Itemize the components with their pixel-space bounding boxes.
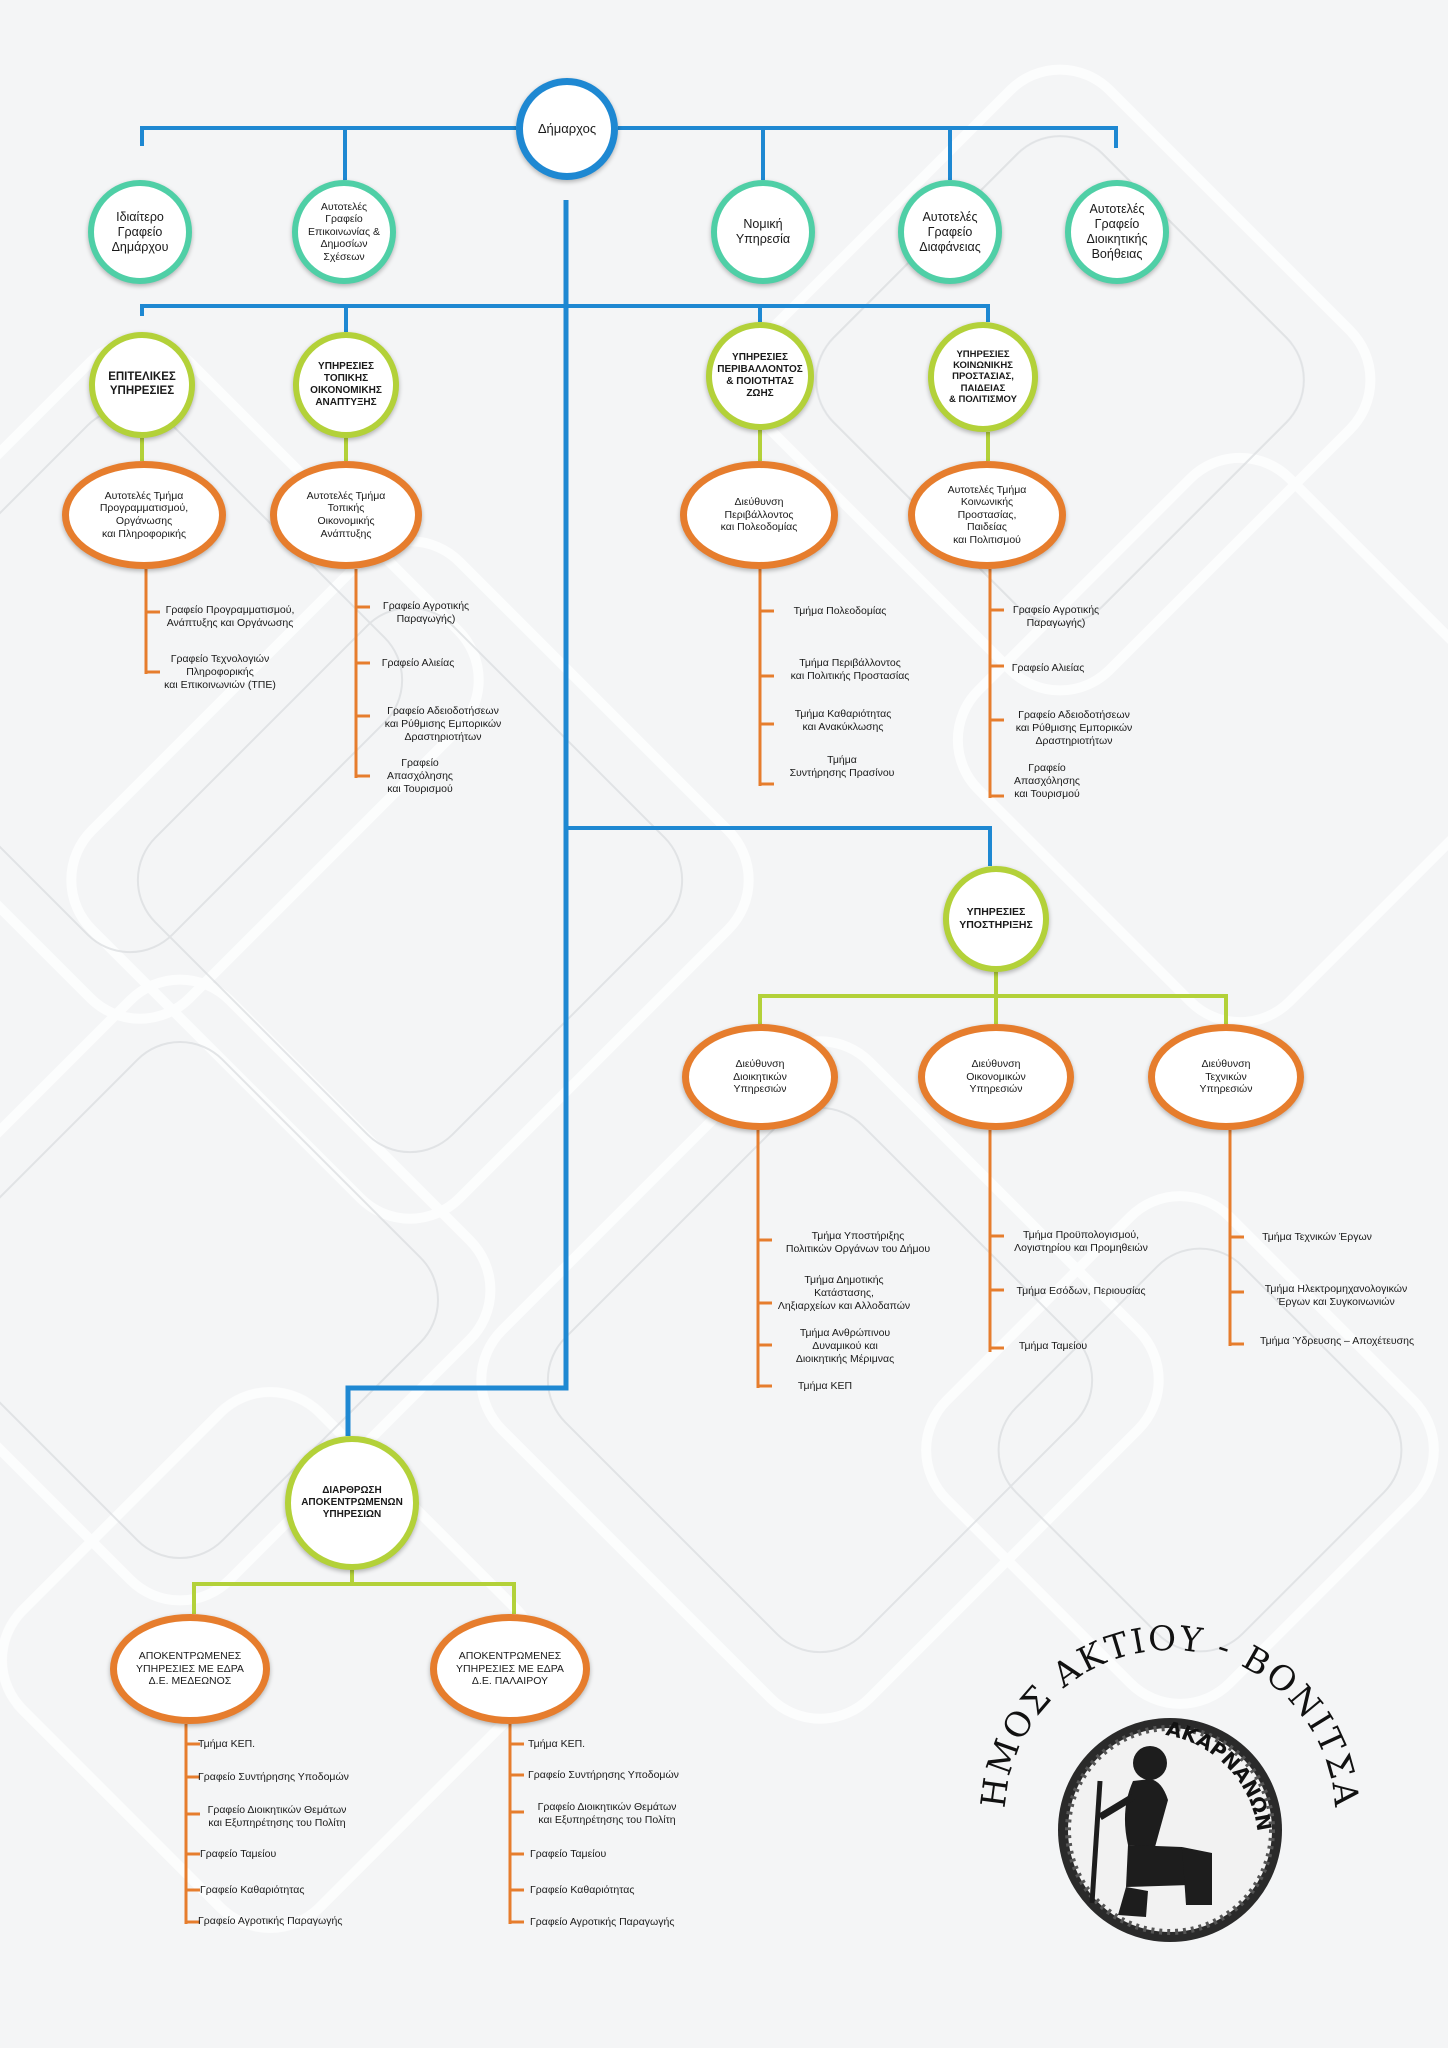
social-unit-label: Αυτοτελές Τμήμα Κοινωνικής Προστασίας, Π…: [947, 483, 1027, 546]
transparency-office-node[interactable]: Αυτοτελές Γραφείο Διαφάνειας: [898, 180, 1002, 284]
medeon-item-6: Γραφείο Αγροτικής Παραγωγής: [198, 1915, 343, 1927]
finance-directorate-node[interactable]: Διεύθυνση Οικονομικών Υπηρεσιών: [918, 1024, 1074, 1130]
finance-item-3: Τμήμα Ταμείου: [1018, 1340, 1088, 1352]
communication-office-label: Αυτοτελές Γραφείο Επικοινωνίας & Δημοσίω…: [308, 200, 380, 263]
decentralized-services-node[interactable]: ΔΙΑΡΘΡΩΣΗ ΑΠΟΚΕΝΤΡΩΜΕΝΩΝ ΥΠΗΡΕΣΙΩΝ: [285, 1436, 419, 1570]
local-economy-item-3: Γραφείο Αδειοδοτήσεων και Ρύθμισης Εμπορ…: [384, 705, 502, 744]
local-economy-item-4: Γραφείο Απασχόλησης και Τουρισμού: [387, 757, 453, 796]
admin-item-2: Τμήμα Δημοτικής Κατάστασης, Ληξιαρχείων …: [777, 1274, 911, 1313]
legal-service-node[interactable]: Νομική Υπηρεσία: [711, 180, 815, 284]
medeon-item-2: Γραφείο Συντήρησης Υποδομών: [198, 1771, 349, 1783]
admin-item-3: Τμήμα Ανθρώπινου Δυναμικού και Διοικητικ…: [795, 1327, 895, 1366]
medeon-unit-node[interactable]: ΑΠΟΚΕΝΤΡΩΜΕΝΕΣ ΥΠΗΡΕΣΙΕΣ ΜΕ ΕΔΡΑ Δ.Ε. ΜΕ…: [110, 1614, 270, 1724]
staff-item-1: Γραφείο Προγραμματισμού, Ανάπτυξης και Ο…: [165, 604, 295, 630]
medeon-item-3: Γραφείο Διοικητικών Θεμάτων και Εξυπηρέτ…: [207, 1804, 347, 1830]
staff-services-node[interactable]: ΕΠΙΤΕΛΙΚΕΣ ΥΠΗΡΕΣΙΕΣ: [89, 332, 195, 438]
technical-item-3: Τμήμα Ύδρευσης – Αποχέτευσης: [1259, 1335, 1415, 1347]
palairos-item-2: Γραφείο Συντήρησης Υποδομών: [528, 1769, 679, 1781]
private-office-label: Ιδιαίτερο Γραφείο Δημάρχου: [111, 209, 169, 254]
finance-directorate-label: Διεύθυνση Οικονομικών Υπηρεσιών: [966, 1058, 1026, 1096]
medeon-unit-label: ΑΠΟΚΕΝΤΡΩΜΕΝΕΣ ΥΠΗΡΕΣΙΕΣ ΜΕ ΕΔΡΑ Δ.Ε. ΜΕ…: [136, 1650, 244, 1688]
local-economy-item-2: Γραφείο Αλιείας: [381, 657, 455, 669]
mayor-right-branch: [618, 126, 1118, 148]
technical-item-2: Τμήμα Ηλεκτρομηχανολογικών Έργων και Συγ…: [1264, 1283, 1408, 1309]
palairos-item-5: Γραφείο Καθαριότητας: [530, 1884, 635, 1896]
main-trunk: [345, 200, 569, 1436]
environment-services-node[interactable]: ΥΠΗΡΕΣΙΕΣ ΠΕΡΙΒΑΛΛΟΝΤΟΣ & ΠΟΙΟΤΗΤΑΣ ΖΩΗΣ: [706, 322, 814, 430]
environment-unit-node[interactable]: Διεύθυνση Περιβάλλοντος και Πολεοδομίας: [680, 461, 838, 569]
palairos-item-4: Γραφείο Ταμείου: [530, 1848, 607, 1860]
local-economy-unit-node[interactable]: Αυτοτελές Τμήμα Τοπικής Οικονομικής Ανάπ…: [270, 461, 422, 569]
environment-services-label: ΥΠΗΡΕΣΙΕΣ ΠΕΡΙΒΑΛΛΟΝΤΟΣ & ΠΟΙΟΤΗΤΑΣ ΖΩΗΣ: [717, 352, 803, 399]
admin-support-office-label: Αυτοτελές Γραφείο Διοικητικής Βοήθειας: [1086, 202, 1148, 261]
local-economy-services-node[interactable]: ΥΠΗΡΕΣΙΕΣ ΤΟΠΙΚΗΣ ΟΙΚΟΝΟΜΙΚΗΣ ΑΝΑΠΤΥΞΗΣ: [293, 332, 399, 438]
medeon-item-4: Γραφείο Ταμείου: [200, 1848, 277, 1860]
palairos-item-6: Γραφείο Αγροτικής Παραγωγής: [530, 1916, 675, 1928]
admin-directorate-node[interactable]: Διεύθυνση Διοικητικών Υπηρεσιών: [682, 1024, 838, 1130]
social-item-4: Γραφείο Απασχόλησης και Τουρισμού: [1014, 762, 1080, 801]
social-item-1: Γραφείο Αγροτικής Παραγωγής): [1012, 604, 1100, 630]
staff-item-2: Γραφείο Τεχνολογιών Πληροφορικής και Επι…: [164, 653, 276, 692]
private-office-node[interactable]: Ιδιαίτερο Γραφείο Δημάρχου: [88, 180, 192, 284]
mayor-label: Δήμαρχος: [537, 121, 597, 137]
local-economy-services-label: ΥΠΗΡΕΣΙΕΣ ΤΟΠΙΚΗΣ ΟΙΚΟΝΟΜΙΚΗΣ ΑΝΑΠΤΥΞΗΣ: [310, 361, 382, 408]
municipality-logo: ΔΗΜΟΣ ΑΚΤΙΟΥ - ΒΟΝΙΤΣΑΣ ΑΚΑΡΝΑΝΩΝ: [950, 1585, 1364, 1942]
technical-item-1: Τμήμα Τεχνικών Έργων: [1262, 1231, 1372, 1243]
staff-services-label: ΕΠΙΤΕΛΙΚΕΣ ΥΠΗΡΕΣΙΕΣ: [108, 371, 176, 397]
staff-unit-label: Αυτοτελές Τμήμα Προγραμματισμού, Οργάνωσ…: [99, 489, 189, 540]
medeon-item-1: Τμήμα ΚΕΠ.: [198, 1738, 256, 1750]
decentralized-right: [352, 1582, 516, 1614]
support-branch: [566, 826, 992, 866]
communication-office-node[interactable]: Αυτοτελές Γραφείο Επικοινωνίας & Δημοσίω…: [292, 180, 396, 284]
admin-support-office-node[interactable]: Αυτοτελές Γραφείο Διοικητικής Βοήθειας: [1065, 180, 1169, 284]
transparency-office-label: Αυτοτελές Γραφείο Διαφάνειας: [919, 209, 981, 254]
mayor-left-branch: [140, 126, 516, 146]
mayor-node[interactable]: Δήμαρχος: [516, 78, 618, 180]
palairos-item-3: Γραφείο Διοικητικών Θεμάτων και Εξυπηρέτ…: [537, 1801, 677, 1827]
palairos-unit-label: ΑΠΟΚΕΝΤΡΩΜΕΝΕΣ ΥΠΗΡΕΣΙΕΣ ΜΕ ΕΔΡΑ Δ.Ε. ΠΑ…: [456, 1650, 564, 1688]
legal-service-label: Νομική Υπηρεσία: [735, 217, 791, 246]
technical-directorate-label: Διεύθυνση Τεχνικών Υπηρεσιών: [1199, 1058, 1253, 1096]
admin-item-4: Τμήμα ΚΕΠ: [797, 1380, 853, 1392]
finance-item-2: Τμήμα Εσόδων, Περιουσίας: [1016, 1285, 1146, 1297]
environment-item-3: Τμήμα Καθαριότητας και Ανακύκλωσης: [794, 708, 892, 734]
support-services-label: ΥΠΗΡΕΣΙΕΣ ΥΠΟΣΤΗΡΙΞΗΣ: [959, 906, 1033, 931]
decentralized-left: [192, 1570, 354, 1614]
palairos-unit-node[interactable]: ΑΠΟΚΕΝΤΡΩΜΕΝΕΣ ΥΠΗΡΕΣΙΕΣ ΜΕ ΕΔΡΑ Δ.Ε. ΠΑ…: [430, 1614, 590, 1724]
social-services-node[interactable]: ΥΠΗΡΕΣΙΕΣ ΚΟΙΝΩΝΙΚΗΣ ΠΡΟΣΤΑΣΙΑΣ, ΠΑΙΔΕΙΑ…: [928, 322, 1038, 432]
decentralized-services-label: ΔΙΑΡΘΡΩΣΗ ΑΠΟΚΕΝΤΡΩΜΕΝΩΝ ΥΠΗΡΕΣΙΩΝ: [301, 1485, 403, 1520]
environment-unit-label: Διεύθυνση Περιβάλλοντος και Πολεοδομίας: [720, 496, 798, 534]
environment-item-4: Τμήμα Συντήρησης Πρασίνου: [789, 754, 895, 780]
medeon-item-5: Γραφείο Καθαριότητας: [200, 1884, 305, 1896]
social-services-label: ΥΠΗΡΕΣΙΕΣ ΚΟΙΝΩΝΙΚΗΣ ΠΡΟΣΤΑΣΙΑΣ, ΠΑΙΔΕΙΑ…: [949, 348, 1017, 406]
social-unit-node[interactable]: Αυτοτελές Τμήμα Κοινωνικής Προστασίας, Π…: [908, 461, 1066, 569]
palairos-item-1: Τμήμα ΚΕΠ.: [528, 1738, 586, 1750]
technical-directorate-node[interactable]: Διεύθυνση Τεχνικών Υπηρεσιών: [1148, 1024, 1304, 1130]
support-bus: [758, 994, 1228, 1024]
social-item-3: Γραφείο Αδειοδοτήσεων και Ρύθμισης Εμπορ…: [1015, 709, 1133, 748]
environment-item-1: Τμήμα Πολεοδομίας: [793, 605, 887, 617]
environment-item-2: Τμήμα Περιβάλλοντος και Πολιτικής Προστα…: [790, 657, 910, 683]
finance-item-1: Τμήμα Προϋπολογισμού, Λογιστηρίου και Πρ…: [1014, 1229, 1148, 1255]
admin-directorate-label: Διεύθυνση Διοικητικών Υπηρεσιών: [733, 1058, 787, 1096]
local-economy-unit-label: Αυτοτελές Τμήμα Τοπικής Οικονομικής Ανάπ…: [306, 489, 386, 540]
staff-unit-node[interactable]: Αυτοτελές Τμήμα Προγραμματισμού, Οργάνωσ…: [62, 461, 226, 569]
local-economy-item-1: Γραφείο Αγροτικής Παραγωγής): [382, 600, 470, 626]
seated-figure-icon: [1089, 1746, 1212, 1917]
admin-item-1: Τμήμα Υποστήριξης Πολιτικών Οργάνων του …: [785, 1230, 931, 1256]
support-services-node[interactable]: ΥΠΗΡΕΣΙΕΣ ΥΠΟΣΤΗΡΙΞΗΣ: [943, 866, 1049, 972]
services-bus: [140, 304, 990, 322]
social-item-2: Γραφείο Αλιείας: [1011, 662, 1085, 674]
